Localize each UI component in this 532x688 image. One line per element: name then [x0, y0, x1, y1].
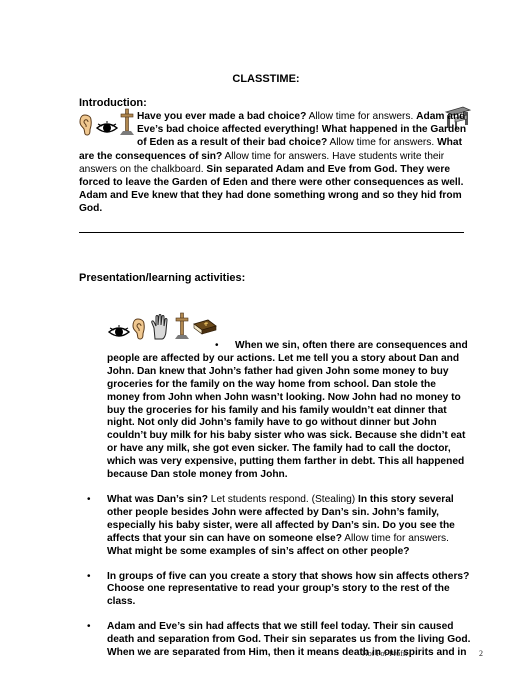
introduction-icons — [79, 108, 135, 140]
intro-segment-1: Have you ever made a bad choice? — [137, 111, 307, 122]
intro-segment-7: Sin separated Adam and Eve from God. The… — [79, 163, 464, 215]
ear-icon — [79, 114, 95, 140]
list-item-text: What was Dan’s sin? — [107, 493, 208, 505]
list-item: • What was Dan’s sin? Let students respo… — [79, 494, 471, 559]
list-item-text: Allow time for answers. — [341, 532, 449, 544]
list-item: • Adam and Eve’s sin had affects that we… — [79, 621, 471, 660]
section-divider — [79, 232, 464, 233]
presentation-list: • When we sin, often there are consequen… — [79, 340, 471, 660]
introduction-text: Have you ever made a bad choice? Allow t… — [79, 108, 469, 216]
school-desk-icon — [443, 104, 473, 135]
intro-segment-2: Allow time for answers. — [306, 111, 417, 122]
list-item-text: Adam and Eve’s sin had affects that we s… — [107, 621, 471, 659]
list-item-text: In this story several other people besid… — [107, 493, 455, 544]
page-title: CLASSTIME: — [232, 73, 300, 85]
intro-segment-5: What are the consequences of sin? — [79, 137, 462, 162]
list-item-text: Let students respond. (Stealing) — [207, 493, 359, 505]
bullet-marker: • — [87, 570, 91, 582]
bullet-marker: • — [87, 493, 91, 505]
presentation-heading: Presentation/learning activities: — [79, 272, 246, 284]
cross-icon — [174, 312, 190, 340]
intro-segment-6: Allow time for answers. Have students wr… — [79, 150, 445, 175]
list-item-text: When we sin, often there are consequence… — [107, 340, 468, 481]
bible-icon — [192, 318, 218, 340]
cross-icon — [119, 108, 135, 140]
list-item: • When we sin, often there are consequen… — [79, 340, 471, 482]
list-item-text: What might be some examples of sin’s aff… — [107, 545, 410, 557]
intro-segment-4: Allow time for answers. — [327, 137, 438, 149]
bullet-marker: • — [215, 340, 219, 351]
intro-segment-3: Adam and Eve’s bad choice affected every… — [137, 111, 467, 149]
presentation-icons — [108, 306, 218, 340]
bullet-marker: • — [87, 621, 91, 633]
page-number: 2 — [479, 649, 483, 658]
eye-icon — [108, 324, 130, 340]
eye-icon — [95, 120, 119, 140]
list-item-text: In groups of five can you create a story… — [107, 570, 470, 608]
introduction-heading: Introduction: — [79, 97, 147, 109]
list-item: • In groups of five can you create a sto… — [79, 571, 471, 610]
ear-icon — [132, 318, 148, 340]
hand-icon — [150, 314, 172, 340]
footer-text: Not For Profit — [362, 649, 408, 658]
